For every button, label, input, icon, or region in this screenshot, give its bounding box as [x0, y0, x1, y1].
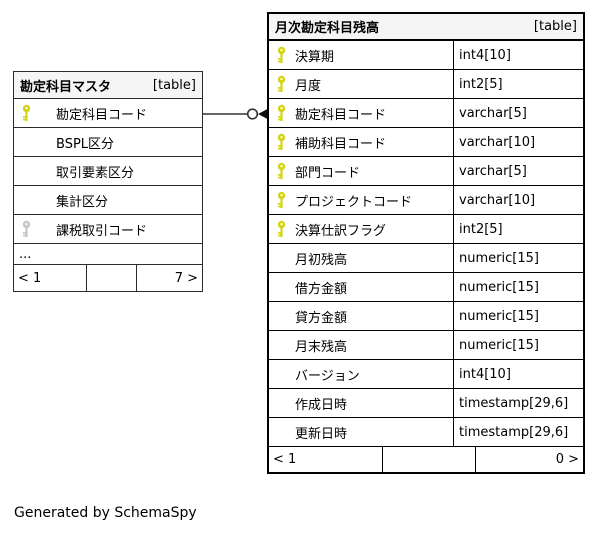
no-key-spacer — [276, 308, 288, 325]
table-type-tag: [table] — [533, 19, 577, 34]
column-name: 集計区分 — [56, 194, 109, 210]
column-name: プロジェクトコード — [295, 194, 413, 210]
column-row: 貸方金額 numeric[15] — [269, 302, 583, 331]
column-row: 作成日時 timestamp[29,6] — [269, 389, 583, 418]
column-name: 更新日時 — [295, 426, 348, 442]
column-row: 集計区分 — [14, 186, 202, 215]
hidden-columns-count: 0 > — [475, 447, 583, 472]
primary-key-icon — [276, 133, 288, 151]
column-name: 勘定科目コード — [295, 107, 387, 123]
no-key-spacer — [276, 395, 288, 412]
edge-arrowhead-icon — [258, 109, 267, 119]
column-type: int2[5] — [453, 215, 583, 243]
no-key-spacer — [21, 163, 33, 180]
no-key-spacer — [276, 279, 288, 296]
no-key-spacer — [21, 134, 33, 151]
column-name: 決算仕訳フラグ — [295, 223, 387, 239]
column-type: varchar[10] — [453, 128, 583, 156]
column-name: 補助科目コード — [295, 136, 387, 152]
column-name: 取引要素区分 — [56, 165, 135, 181]
column-type: varchar[5] — [453, 157, 583, 185]
table-title[interactable]: 月次勘定科目残高 — [275, 21, 380, 36]
primary-key-icon — [276, 46, 288, 64]
column-type: varchar[5] — [453, 99, 583, 127]
column-row: 取引要素区分 — [14, 157, 202, 186]
index-key-icon — [21, 220, 33, 238]
column-type: timestamp[29,6] — [453, 418, 583, 446]
column-row: プロジェクトコード varchar[10] — [269, 186, 583, 215]
column-row: 借方金額 numeric[15] — [269, 273, 583, 302]
column-row: 月末残高 numeric[15] — [269, 331, 583, 360]
table-node-account-master: 勘定科目マスタ [table] 勘定科目コード BSPL区分取引要素区分集計区分課… — [13, 71, 203, 292]
column-name: 月度 — [295, 78, 322, 94]
table-header: 勘定科目マスタ [table] — [14, 72, 202, 99]
column-row: 月度 int2[5] — [269, 70, 583, 99]
primary-key-icon — [21, 104, 33, 122]
column-type: timestamp[29,6] — [453, 389, 583, 417]
column-row: BSPL区分 — [14, 128, 202, 157]
column-name: 月初残高 — [295, 252, 348, 268]
column-row: 更新日時 timestamp[29,6] — [269, 418, 583, 447]
more-columns-indicator: ... — [14, 244, 202, 265]
related-children-count: < 1 — [273, 452, 297, 467]
table-title[interactable]: 勘定科目マスタ — [20, 79, 112, 95]
column-name: 部門コード — [295, 165, 361, 181]
column-row: 月初残高 numeric[15] — [269, 244, 583, 273]
column-type: int2[5] — [453, 70, 583, 98]
column-name: 決算期 — [295, 49, 335, 65]
column-name: 勘定科目コード — [56, 107, 148, 123]
column-row: バージョン int4[10] — [269, 360, 583, 389]
column-type: varchar[10] — [453, 186, 583, 214]
related-children-count: < 1 — [18, 270, 42, 286]
no-key-spacer — [21, 192, 33, 209]
column-row: 決算期 int4[10] — [269, 41, 583, 70]
column-row: 部門コード varchar[5] — [269, 157, 583, 186]
column-rows: 勘定科目コード BSPL区分取引要素区分集計区分課税取引コード — [14, 99, 202, 244]
primary-key-icon — [276, 191, 288, 209]
table-footer: < 1 7 > — [14, 265, 202, 291]
table-header: 月次勘定科目残高 [table] — [269, 14, 583, 41]
primary-key-icon — [276, 162, 288, 180]
column-name: バージョン — [295, 368, 360, 384]
column-row: 決算仕訳フラグ int2[5] — [269, 215, 583, 244]
table-footer: < 1 0 > — [269, 447, 583, 472]
column-type: numeric[15] — [453, 302, 583, 330]
primary-key-icon — [276, 220, 288, 238]
column-name: 課税取引コード — [56, 223, 148, 239]
column-type: numeric[15] — [453, 273, 583, 301]
no-key-spacer — [276, 250, 288, 267]
hidden-columns-count: 7 > — [136, 265, 202, 291]
column-row: 補助科目コード varchar[10] — [269, 128, 583, 157]
primary-key-icon — [276, 75, 288, 93]
column-name: 作成日時 — [295, 397, 348, 413]
column-name: 貸方金額 — [295, 310, 348, 326]
no-key-spacer — [276, 424, 288, 441]
column-name: 月末残高 — [295, 339, 348, 355]
footer-spacer — [86, 265, 136, 291]
footer-spacer — [382, 447, 475, 472]
column-row: 勘定科目コード varchar[5] — [269, 99, 583, 128]
generator-credit: Generated by SchemaSpy — [14, 505, 197, 521]
column-row: 課税取引コード — [14, 215, 202, 244]
column-type: int4[10] — [453, 360, 583, 388]
primary-key-icon — [276, 104, 288, 122]
column-type: numeric[15] — [453, 244, 583, 272]
column-type: numeric[15] — [453, 331, 583, 359]
edge-open-circle-icon — [246, 108, 259, 120]
no-key-spacer — [276, 366, 288, 383]
column-type: int4[10] — [453, 41, 583, 69]
column-name: BSPL区分 — [56, 136, 115, 152]
no-key-spacer — [276, 337, 288, 354]
table-type-tag: [table] — [152, 77, 196, 93]
column-name: 借方金額 — [295, 281, 348, 297]
column-row: 勘定科目コード — [14, 99, 202, 128]
